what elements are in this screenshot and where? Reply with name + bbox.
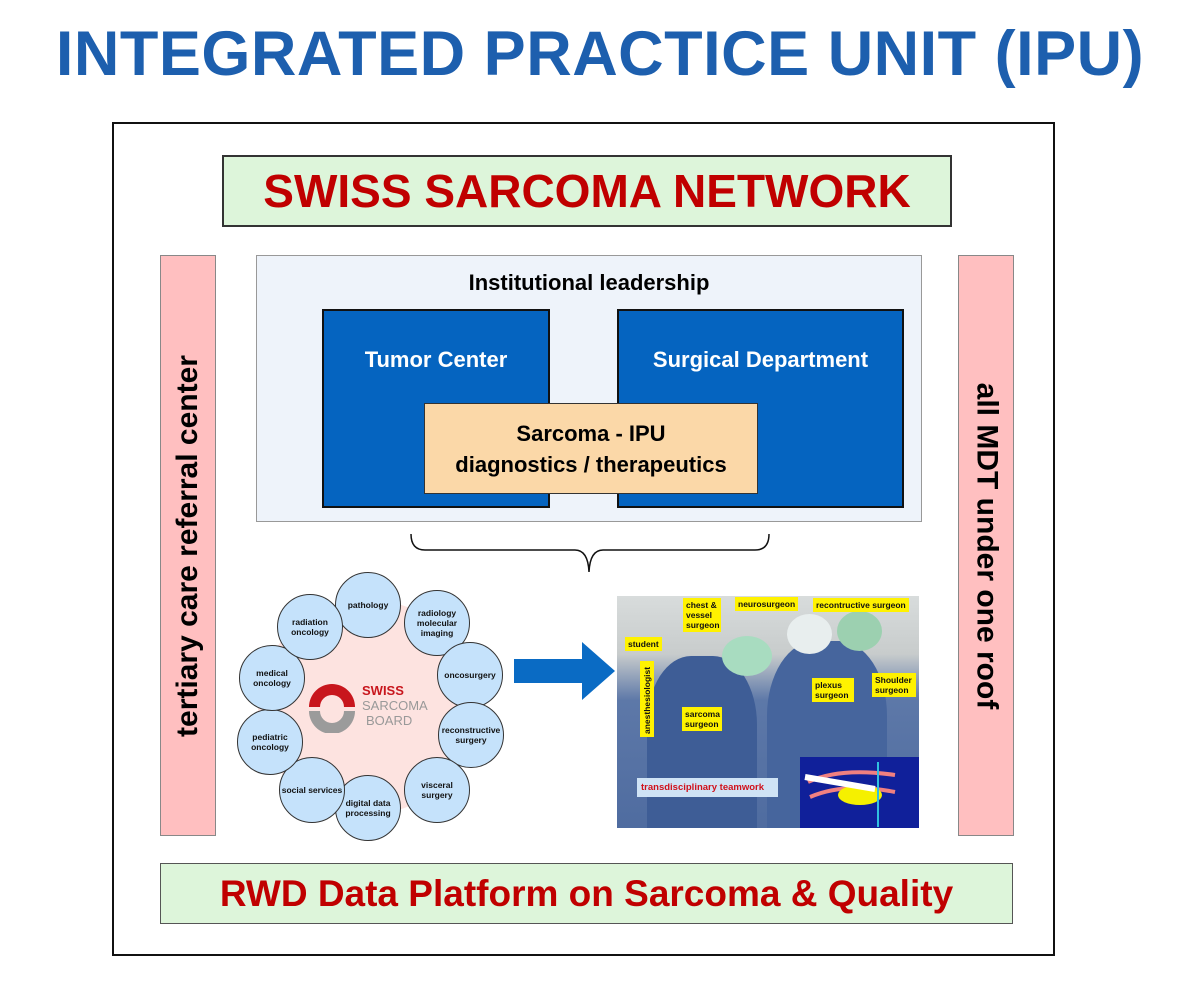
- label-sarcoma-surgeon: sarcoma surgeon: [682, 707, 722, 731]
- discipline-circle: oncosurgery: [437, 642, 503, 708]
- discipline-circle: visceral surgery: [404, 757, 470, 823]
- anatomy-inset: [800, 757, 919, 828]
- outer-frame: [112, 122, 1055, 956]
- page-title: INTEGRATED PRACTICE UNIT (IPU): [55, 19, 1145, 89]
- label-anesthesiologist: anesthesiologist: [640, 661, 654, 737]
- discipline-circle: reconstructive surgery: [438, 702, 504, 768]
- discipline-circle: radiology molecular imaging: [404, 590, 470, 656]
- board-logo-icon: [309, 684, 355, 733]
- sarcoma-ipu-box: Sarcoma - IPU diagnostics / therapeutics: [424, 403, 758, 494]
- label-student: student: [625, 637, 662, 651]
- board-logo-line3: BOARD: [366, 713, 413, 728]
- data-platform-banner: RWD Data Platform on Sarcoma & Quality: [160, 863, 1013, 924]
- label-plexus-surgeon: plexus surgeon: [812, 678, 854, 702]
- right-bar-label: all MDT under one roof: [970, 382, 1004, 709]
- label-chest-vessel-surgeon: chest & vessel surgeon: [683, 598, 721, 632]
- brace: [410, 533, 770, 573]
- label-shoulder-surgeon: Shoulder surgeon: [872, 673, 916, 697]
- board-logo-line1: SWISS: [362, 683, 404, 698]
- left-bar: tertiary care referral center: [160, 255, 216, 836]
- discipline-circle: pathology: [335, 572, 401, 638]
- discipline-circle: digital data processing: [335, 775, 401, 841]
- photo-caption: transdisciplinary teamwork: [637, 778, 778, 797]
- board-logo-line2: SARCOMA: [362, 698, 428, 713]
- network-banner: SWISS SARCOMA NETWORK: [222, 155, 952, 227]
- institutional-title: Institutional leadership: [468, 270, 710, 295]
- right-bar: all MDT under one roof: [958, 255, 1014, 836]
- discipline-circle: radiation oncology: [277, 594, 343, 660]
- ipu-line2: diagnostics / therapeutics: [455, 451, 727, 477]
- label-reconstructive-surgeon: recontructive surgeon: [813, 598, 909, 612]
- ipu-line1: Sarcoma - IPU: [516, 420, 666, 446]
- left-bar-label: tertiary care referral center: [171, 354, 204, 737]
- arrow-right-icon: [514, 642, 615, 700]
- discipline-circle: pediatric oncology: [237, 709, 303, 775]
- label-neurosurgeon: neurosurgeon: [735, 597, 799, 611]
